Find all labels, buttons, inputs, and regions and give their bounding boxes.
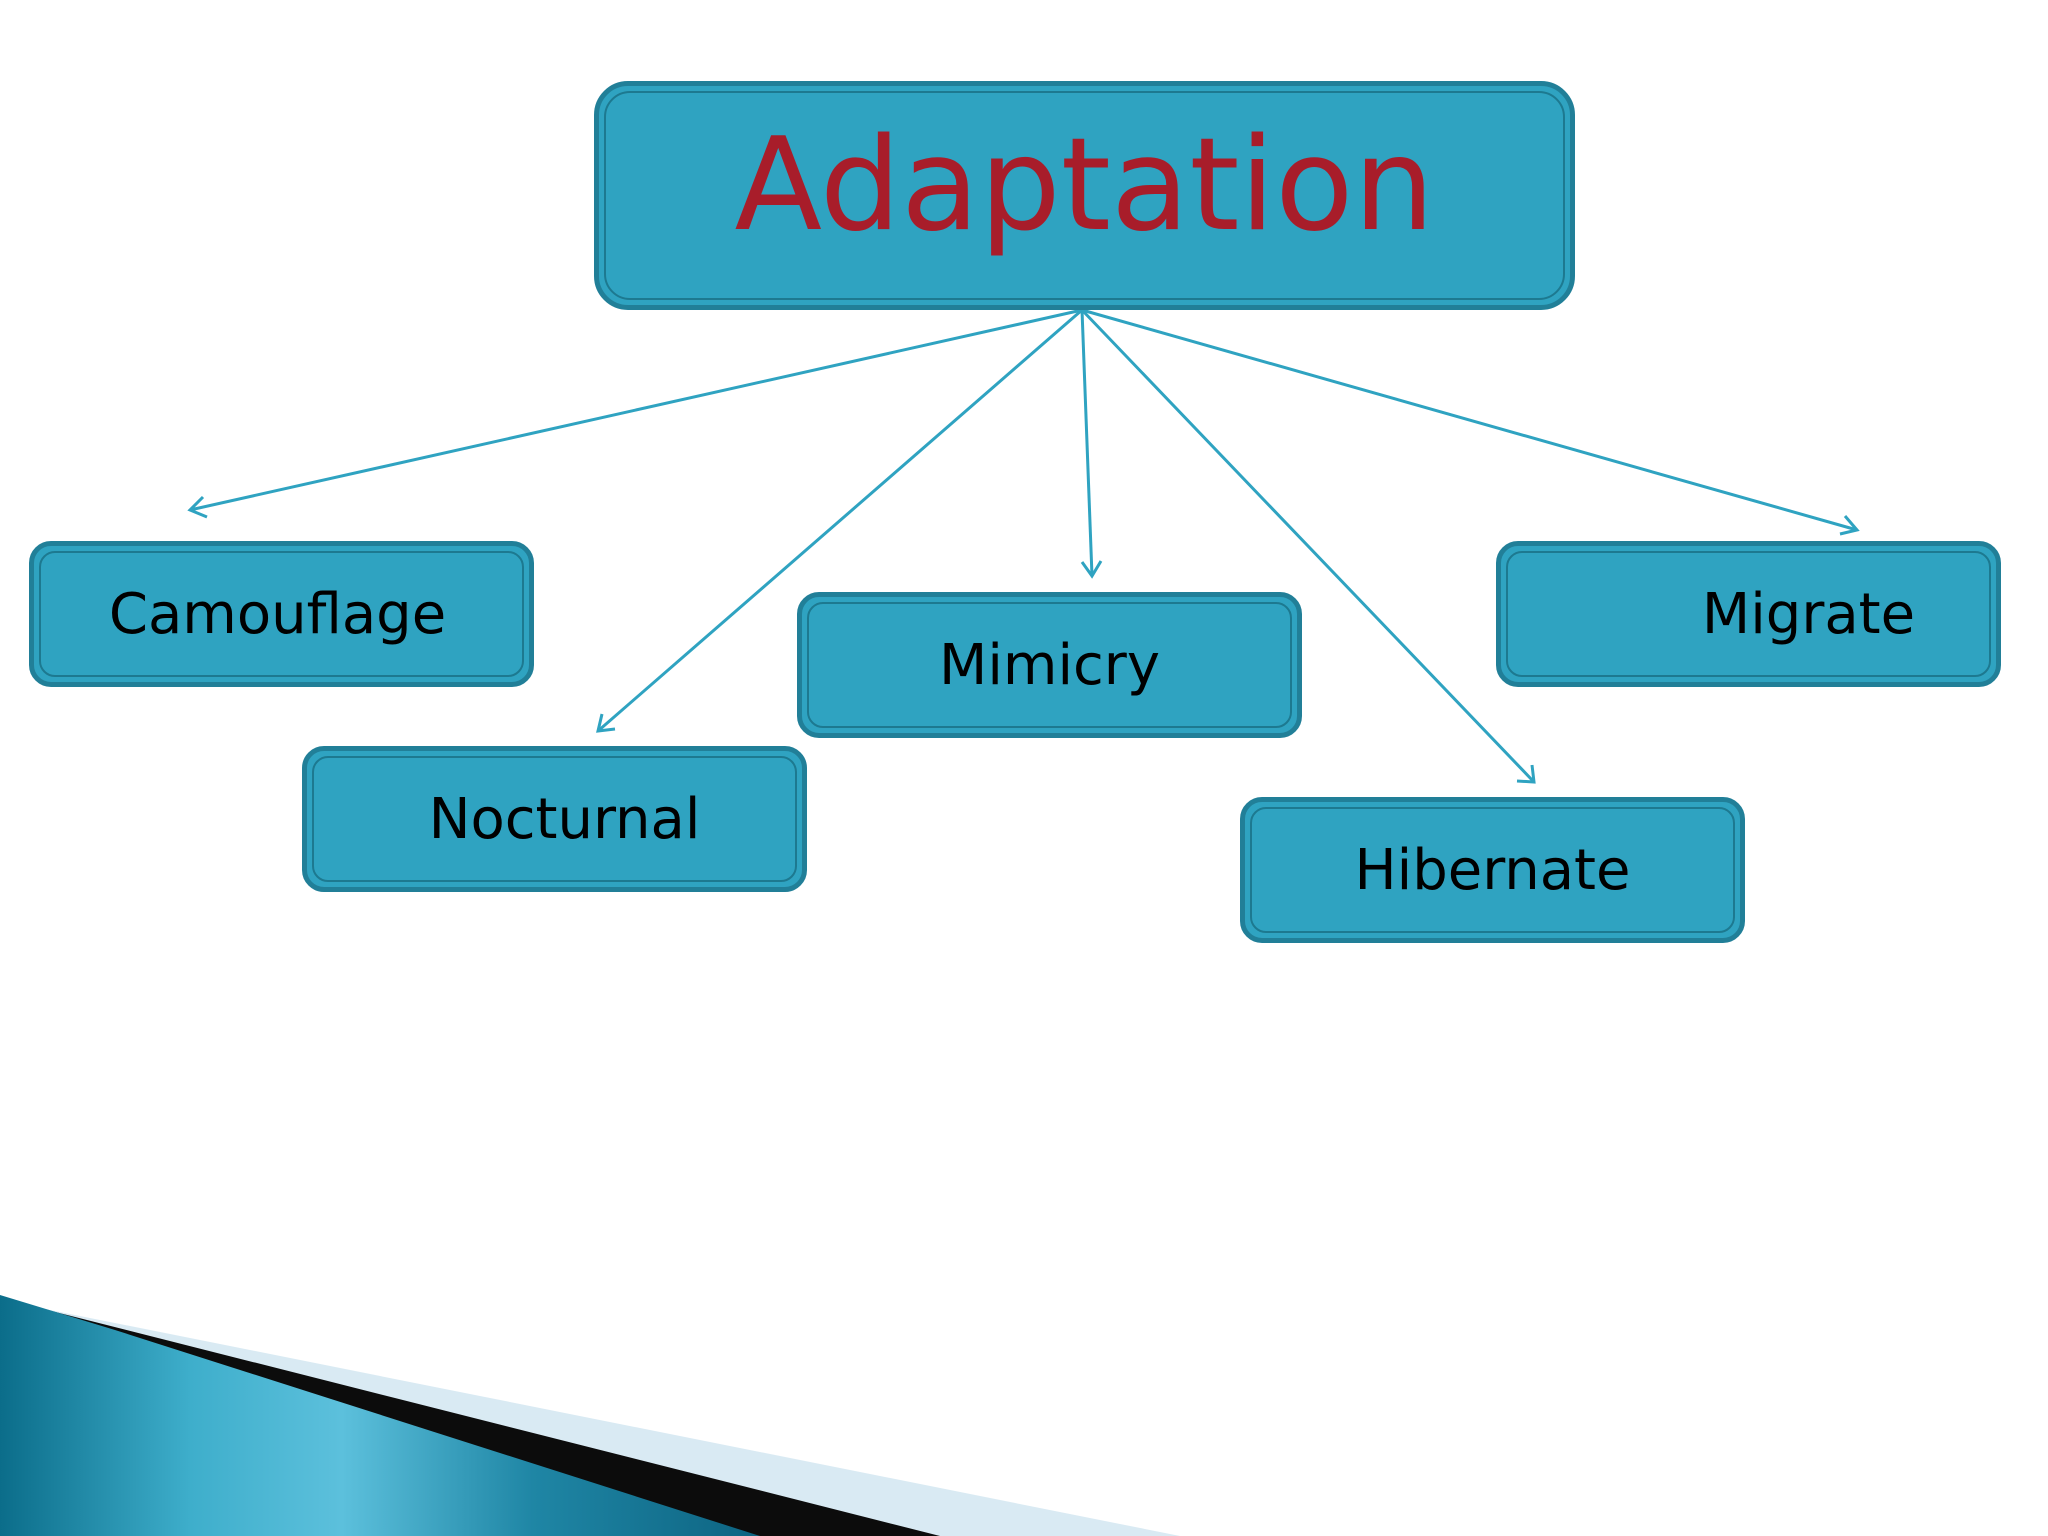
arrow-to-mimicry-head bbox=[1080, 560, 1103, 579]
arrow-to-hibernate bbox=[1080, 308, 1536, 784]
migrate-node: Migrate bbox=[1496, 541, 2001, 687]
nocturnal-label: Nocturnal bbox=[428, 786, 701, 852]
arrow-to-camouflage bbox=[189, 308, 1083, 512]
camouflage-node: Camouflage bbox=[29, 541, 534, 687]
arrow-to-migrate bbox=[1081, 308, 1858, 532]
swoosh-teal-band bbox=[0, 1295, 760, 1536]
arrow-to-hibernate-head bbox=[1516, 764, 1536, 784]
mimicry-node: Mimicry bbox=[797, 592, 1302, 738]
camouflage-label: Camouflage bbox=[108, 581, 447, 647]
arrow-to-camouflage-head bbox=[187, 495, 208, 519]
mimicry-label: Mimicry bbox=[939, 632, 1160, 698]
arrow-to-nocturnal bbox=[597, 308, 1083, 733]
nocturnal-node: Nocturnal bbox=[302, 746, 807, 892]
arrow-to-migrate-head bbox=[1839, 515, 1860, 536]
arrow-to-mimicry bbox=[1080, 309, 1094, 577]
adaptation-root-node: Adaptation bbox=[594, 81, 1575, 310]
arrow-to-nocturnal-head bbox=[596, 713, 616, 733]
migrate-label: Migrate bbox=[1701, 581, 1916, 647]
hibernate-label: Hibernate bbox=[1354, 837, 1631, 903]
hibernate-node: Hibernate bbox=[1240, 797, 1745, 943]
root-label: Adaptation bbox=[734, 111, 1435, 260]
